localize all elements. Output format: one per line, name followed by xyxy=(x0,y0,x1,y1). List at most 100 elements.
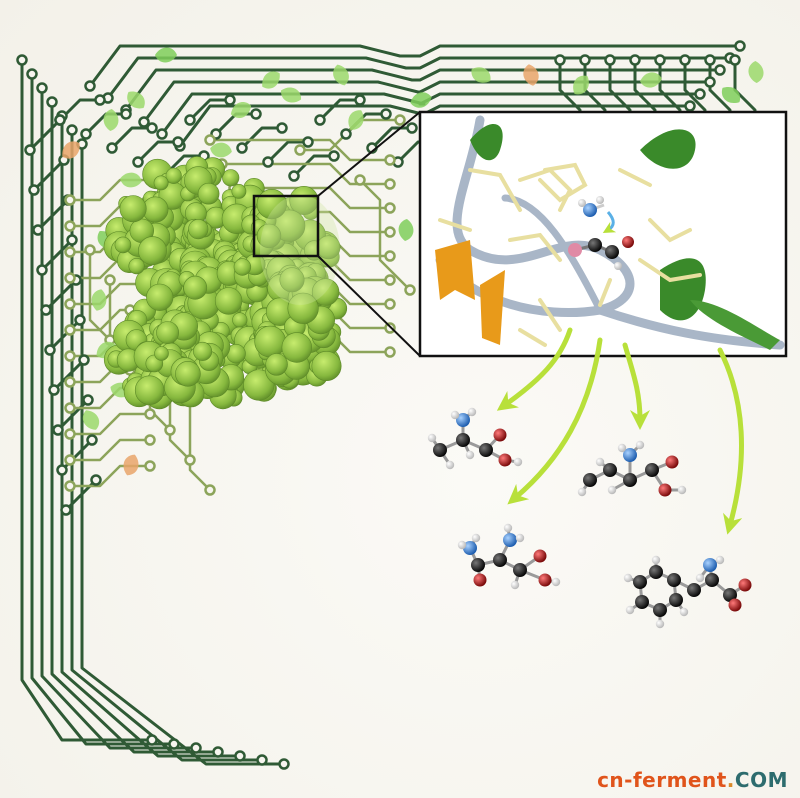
circuit-pad xyxy=(106,142,118,154)
circuit-trace xyxy=(110,126,152,150)
circuit-pad xyxy=(204,484,216,496)
hydrogen-atom xyxy=(617,443,627,453)
circuit-pad xyxy=(256,754,268,766)
hydrogen-atom xyxy=(607,485,617,495)
circuit-pad xyxy=(64,246,76,258)
circuit-pad xyxy=(236,142,248,154)
protein-atom-blob xyxy=(138,236,167,266)
leaf-icon xyxy=(62,141,80,159)
oxygen-atom xyxy=(533,549,547,563)
circuit-pad xyxy=(384,226,396,238)
circuit-pad xyxy=(84,80,96,92)
protein-atom-blob xyxy=(128,258,145,275)
hydrogen-atom xyxy=(651,555,661,565)
hydrogen-atom xyxy=(450,410,460,420)
circuit-pad xyxy=(64,350,76,362)
protein-atom-blob xyxy=(183,275,208,300)
protein-atom-blob xyxy=(279,267,305,293)
carbon-atom xyxy=(705,573,719,587)
circuit-trace xyxy=(124,68,720,111)
leaf-icon xyxy=(262,71,280,89)
circuit-trace xyxy=(20,60,152,742)
circuit-trace xyxy=(292,154,334,178)
carbon-atom xyxy=(513,563,527,577)
circuit-pad xyxy=(46,96,58,108)
circuit-pad xyxy=(262,156,274,168)
leaf-icon xyxy=(748,61,764,83)
circuit-pad xyxy=(288,170,300,182)
circuit-pad xyxy=(90,474,102,486)
leaf-icon xyxy=(348,110,364,130)
leaf-icon xyxy=(333,64,349,86)
circuit-pad xyxy=(36,264,48,276)
circuit-pad xyxy=(629,54,641,66)
helix-top-left xyxy=(470,123,503,161)
carbon-atom xyxy=(635,595,649,609)
oxygen-atom xyxy=(473,573,487,587)
leaf-icon xyxy=(573,75,589,95)
leaf-icon xyxy=(280,87,302,103)
circuit-pad xyxy=(84,244,96,256)
watermark-main: cn-ferment xyxy=(597,768,727,792)
hydrogen-atom xyxy=(465,450,475,460)
protein-atom-blob xyxy=(156,321,180,345)
leaf-icon xyxy=(103,109,119,131)
circuit-pad xyxy=(204,134,216,146)
active-site-inset xyxy=(418,110,788,358)
carbon-atom xyxy=(433,443,447,457)
protein-atom-blob xyxy=(254,325,287,358)
circuit-pad xyxy=(36,82,48,94)
carbon-atom xyxy=(645,463,659,477)
circuit-trace xyxy=(88,250,111,341)
carbon-atom xyxy=(471,558,485,572)
circuit-pad xyxy=(190,742,202,754)
protein-atom-blob xyxy=(287,292,319,324)
leaf-icon xyxy=(471,67,491,83)
circuit-pad xyxy=(394,114,406,126)
circuit-pad xyxy=(354,174,366,186)
protein-atom-blob xyxy=(311,350,342,381)
circuit-pad xyxy=(384,202,396,214)
circuit-trace xyxy=(60,116,240,758)
circuit-trace xyxy=(234,186,390,210)
circuit-pad xyxy=(26,68,38,80)
circuit-pad xyxy=(164,424,176,436)
hydrogen-atom xyxy=(513,457,523,467)
hydrogen-atom xyxy=(471,533,481,543)
circuit-pad xyxy=(64,428,76,440)
hydrogen-atom xyxy=(715,555,725,565)
circuit-pad xyxy=(694,88,706,100)
circuit-pad xyxy=(144,434,156,446)
circuit-pad xyxy=(380,108,392,120)
nitrogen-atom xyxy=(503,533,517,547)
nitrogen-atom xyxy=(623,448,637,462)
watermark: cn-ferment.COM xyxy=(597,768,788,792)
leaf-icon xyxy=(91,289,107,311)
circuit-pad xyxy=(52,424,64,436)
hydrogen-atom xyxy=(515,533,525,543)
carbon-atom xyxy=(723,588,737,602)
protein-atom-blob xyxy=(233,258,252,276)
hydrogen-atom xyxy=(457,540,467,550)
oxygen-atom xyxy=(728,598,742,612)
circuit-pad xyxy=(184,454,196,466)
protein-atom-blob xyxy=(311,278,340,306)
leaf-icon xyxy=(120,172,142,188)
circuit-pad xyxy=(82,394,94,406)
leaf-icon xyxy=(230,102,252,118)
circuit-pad xyxy=(146,734,158,746)
circuit-trace xyxy=(48,318,82,352)
oxygen-atom xyxy=(665,455,679,469)
circuit-trace xyxy=(359,179,411,291)
circuit-pad xyxy=(172,136,184,148)
backbone-tube xyxy=(435,115,635,317)
hydrogen-atom xyxy=(677,485,687,495)
protein-atom-blob xyxy=(153,175,169,191)
protein-atom-blob xyxy=(214,287,243,315)
circuit-trace xyxy=(70,438,150,462)
circuit-pad xyxy=(32,224,44,236)
hydrogen-atom xyxy=(510,580,520,590)
oxygen-atom xyxy=(738,578,752,592)
carbon-atom xyxy=(623,473,637,487)
